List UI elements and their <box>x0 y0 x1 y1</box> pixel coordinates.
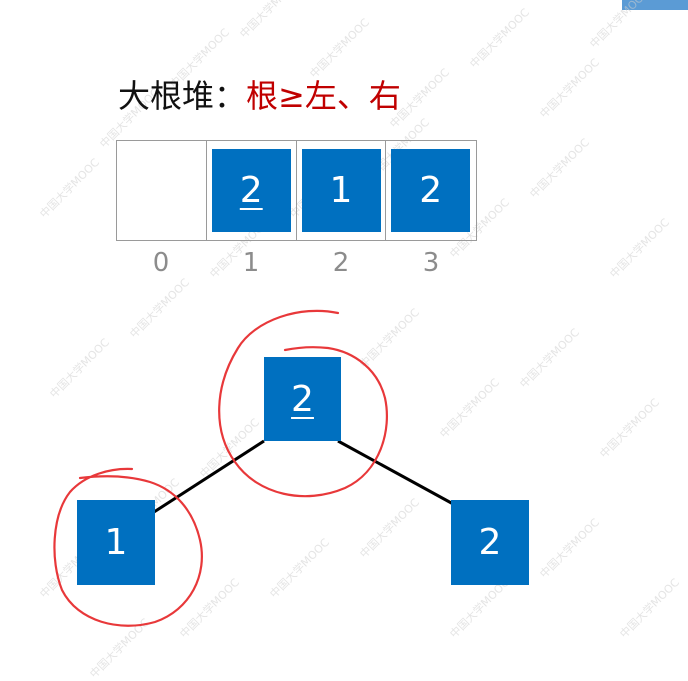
array-cell-value: 2 <box>419 170 443 211</box>
array-cell-1: 2 <box>211 149 291 232</box>
heading-rule: 根≥左、右 <box>246 77 401 115</box>
tree-node-value: 2 <box>478 522 502 563</box>
array-index-3: 3 <box>422 248 440 278</box>
annotation-circle-root <box>218 309 389 498</box>
tree-node-left: 1 <box>77 500 155 585</box>
array-slot-0 <box>117 141 207 240</box>
edge-root-left <box>153 439 265 514</box>
tree-node-root: 2 <box>264 357 341 441</box>
array-cell-value: 1 <box>329 170 353 211</box>
heap-array: 2 1 2 <box>116 140 477 241</box>
array-slot-2: 1 <box>297 141 387 240</box>
array-index-2: 2 <box>332 248 350 278</box>
array-cell-2: 1 <box>301 149 381 232</box>
array-index-0: 0 <box>152 248 170 278</box>
edge-root-right <box>337 439 456 507</box>
annotation-circle-left <box>53 467 203 627</box>
tree-node-value: 1 <box>104 522 128 563</box>
tree-node-right: 2 <box>451 500 529 585</box>
array-slot-1: 2 <box>207 141 297 240</box>
heading: 大根堆：根≥左、右 <box>118 74 401 118</box>
top-tab-fragment <box>622 0 688 10</box>
array-index-1: 1 <box>242 248 260 278</box>
tree-drawing <box>53 309 456 627</box>
array-cell-3: 2 <box>391 149 471 232</box>
array-cell-value: 2 <box>239 170 263 211</box>
heading-label: 大根堆： <box>118 77 247 115</box>
array-slot-3: 2 <box>386 141 476 240</box>
tree-node-value: 2 <box>291 378 314 420</box>
